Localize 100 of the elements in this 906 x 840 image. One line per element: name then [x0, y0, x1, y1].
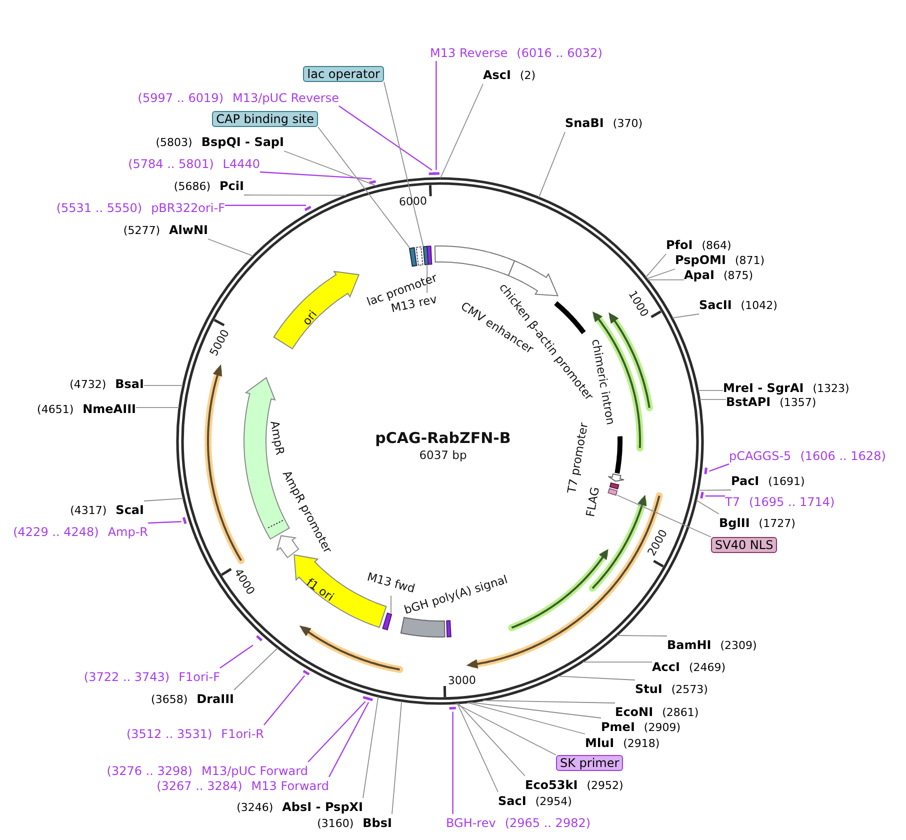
leader-line	[672, 314, 700, 318]
enzyme-name: PacI	[731, 474, 760, 488]
primer-range: (5784 .. 5801)	[128, 157, 214, 171]
leader-line	[426, 264, 428, 294]
enzyme-name: SacII	[699, 298, 732, 312]
site-position: (1691)	[768, 475, 805, 488]
enzyme-name: NmeAIII	[82, 402, 136, 416]
site-position: (5686)	[174, 180, 210, 193]
leader-line	[455, 703, 556, 756]
enzyme-name: PmeI	[601, 720, 635, 734]
leader-line	[308, 701, 366, 762]
leader-line	[709, 463, 730, 472]
leader-line	[392, 700, 402, 814]
site-position: (370)	[612, 117, 642, 130]
leader-line	[699, 398, 726, 400]
primer-range: (2965 .. 2982)	[504, 816, 591, 830]
leader-line	[136, 407, 180, 408]
site-position: (4317)	[70, 504, 107, 517]
feature-tag: SK primer	[556, 755, 624, 771]
site-position: (3160)	[317, 817, 354, 830]
site-position: (3246)	[236, 801, 274, 814]
leader-line	[148, 521, 182, 524]
primer-name: L4440	[222, 157, 260, 171]
primer-range: (3267 .. 3284)	[156, 779, 242, 793]
leader-line	[284, 150, 377, 186]
enzyme-name: BglII	[719, 516, 750, 530]
leader-line	[616, 494, 712, 538]
primer-range: (6016 .. 6032)	[516, 46, 602, 60]
enzyme-name: SacI	[498, 794, 526, 808]
enzyme-name: PspOMI	[675, 253, 726, 267]
leader-line	[456, 702, 498, 792]
leader-line	[390, 595, 392, 614]
leader-line	[469, 702, 602, 718]
leader-line	[538, 132, 566, 198]
site-position: (2469)	[688, 661, 726, 674]
site-position: (1323)	[812, 382, 850, 395]
leader-line	[696, 500, 720, 514]
plasmid-size: 6037 bp	[419, 449, 467, 461]
primer-name: M13/pUC Forward	[201, 764, 308, 778]
enzyme-name: ApaI	[684, 268, 714, 282]
feature-tag: SV40 NLS	[711, 537, 778, 553]
leader-line	[436, 61, 437, 170]
feature-block	[608, 488, 618, 496]
site-position: (875)	[723, 269, 754, 282]
feature-block	[382, 612, 392, 630]
feature-tag: CAP binding site	[212, 111, 318, 127]
leader-line	[557, 676, 636, 680]
primer-name: Amp-R	[108, 525, 148, 539]
feature-label: AmpR	[268, 420, 286, 456]
leader-line	[260, 171, 372, 180]
leader-line	[582, 662, 652, 663]
leader-line	[705, 495, 725, 497]
site-position: (5277)	[123, 224, 160, 237]
enzyme-name: EcoNI	[615, 705, 654, 719]
leader-line	[362, 696, 379, 798]
site-position: (1042)	[740, 299, 778, 312]
enzyme-name: BamHI	[667, 638, 712, 652]
primer-name: M13 Reverse	[430, 46, 508, 60]
feature-block	[408, 247, 418, 267]
enzyme-name: AlwNI	[169, 223, 208, 237]
site-position: (2918)	[623, 737, 660, 750]
enzyme-name: PfoI	[666, 238, 693, 252]
primer-range: (3512 .. 3531)	[126, 727, 212, 741]
enzyme-name: AscI	[483, 68, 512, 82]
enzyme-name: BstAPI	[726, 395, 771, 409]
primer-name: T7	[725, 495, 740, 509]
enzyme-name: StuI	[635, 682, 662, 696]
primer-name: F1ori-F	[178, 670, 220, 684]
site-position: (2909)	[644, 721, 680, 734]
primer-name: M13 Forward	[251, 779, 329, 793]
primer-range: (4229 .. 4248)	[13, 525, 99, 539]
leader-line	[452, 712, 454, 814]
site-position: (1357)	[780, 396, 816, 409]
leader-line	[144, 384, 184, 386]
enzyme-name: BbsI	[362, 816, 392, 830]
leader-line	[208, 238, 254, 256]
site-position: (4732)	[70, 378, 106, 391]
tick-label: 3000	[448, 674, 476, 688]
feature-block	[426, 246, 432, 265]
enzyme-name: BspQI - SapI	[201, 135, 284, 149]
feature-tag: lac operator	[303, 66, 384, 82]
enzyme-name: Eco53kI	[525, 778, 578, 792]
enzyme-name: AccI	[652, 660, 680, 674]
enzyme-name: BsaI	[115, 377, 144, 391]
leader-line	[698, 390, 724, 391]
enzyme-name: MluI	[585, 736, 614, 750]
primer-name: M13/pUC Reverse	[232, 91, 339, 105]
leader-line	[467, 702, 586, 734]
leader-line	[698, 490, 732, 491]
tick-label: 5000	[208, 328, 232, 358]
primer-range: (5531 .. 5550)	[56, 201, 142, 215]
leader-line	[645, 254, 666, 278]
primer-name: F1ori-R	[221, 727, 264, 741]
site-position: (2573)	[671, 683, 708, 696]
primer-name: BGH-rev	[446, 816, 496, 830]
leader-line	[318, 126, 410, 248]
leader-line	[225, 204, 306, 206]
site-position: (2861)	[662, 706, 699, 719]
site-position: (2954)	[535, 795, 572, 808]
feature-label: f1 ori	[304, 576, 336, 604]
